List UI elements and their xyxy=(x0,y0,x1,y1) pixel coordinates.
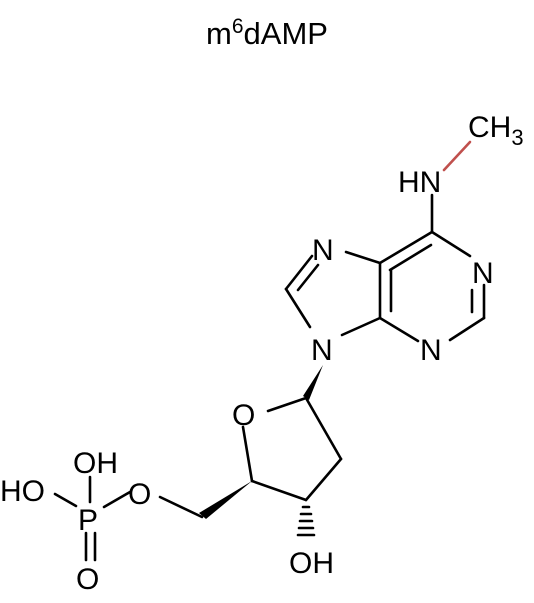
hydroxyl-3-label: OH xyxy=(289,547,334,580)
c1-c2-bond xyxy=(304,396,343,461)
c5-c6-double-bond xyxy=(388,243,433,272)
n7-c8-double-bond xyxy=(296,263,320,292)
ester-oxygen-label: O xyxy=(128,478,151,511)
c2-n3-bond xyxy=(448,316,486,342)
title-superscript: 6 xyxy=(231,15,244,38)
n9-c1-wedge xyxy=(303,365,323,400)
phosphorus-label: P xyxy=(78,504,98,537)
c5-c6-bond xyxy=(378,230,434,265)
c8-n9-bond xyxy=(284,287,312,329)
phosphate-oh-top-label: OH xyxy=(73,447,118,480)
c3-c4-bond xyxy=(250,479,308,502)
n9-c4-bond xyxy=(340,316,382,337)
n7-c8-bond xyxy=(284,254,314,291)
phosphate-oxo-label: O xyxy=(76,563,99,596)
c6-n1-bond xyxy=(430,230,472,258)
title-rest: dAMP xyxy=(243,16,328,51)
n7-label: N xyxy=(312,234,334,267)
o5-p-bond xyxy=(102,490,132,509)
n3-c4-bond xyxy=(378,316,420,343)
n3-label: N xyxy=(420,334,442,367)
c5-n7-bond xyxy=(344,250,382,265)
n9-label: N xyxy=(311,334,333,367)
c5-o5-bond xyxy=(158,495,204,519)
p-oh-left-bond xyxy=(53,492,78,508)
c2-c3-bond xyxy=(304,457,343,502)
c1-o4-bond xyxy=(266,396,308,413)
title-base: m xyxy=(206,16,232,51)
n1-label: N xyxy=(472,257,494,290)
ring-oxygen-label: O xyxy=(232,399,255,432)
c4-c5-wedge xyxy=(199,481,252,519)
methyl-label: CH3 xyxy=(468,111,524,150)
phosphate-ho-left-label: HO xyxy=(0,475,45,508)
molecule-title: m6dAMP xyxy=(0,14,534,54)
c3-oh-hash xyxy=(296,505,316,537)
o4-c4-bond xyxy=(241,425,254,483)
methyl-bond xyxy=(442,140,472,172)
nh-label: HN xyxy=(398,166,441,199)
